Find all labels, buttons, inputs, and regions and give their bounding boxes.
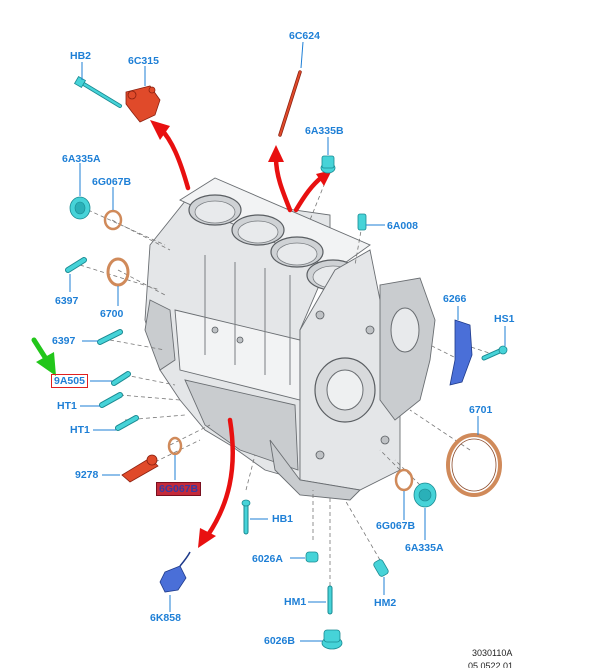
green-pointer-arrow (31, 337, 56, 376)
label-6g067b-bottom: 6G067B (376, 520, 416, 532)
label-ht1-lower: HT1 (70, 424, 90, 436)
6k858-sensor (159, 551, 191, 612)
6g067b-top-seal (103, 187, 123, 231)
label-6397-lower: 6397 (52, 335, 76, 347)
9278-sensor (102, 454, 159, 483)
label-6266: 6266 (443, 293, 467, 305)
6700-seal (106, 257, 130, 306)
label-hm2: HM2 (374, 597, 397, 609)
label-6397-upper: 6397 (55, 295, 79, 307)
label-6a335a-bottom: 6A335A (405, 542, 444, 554)
6a008-stud (357, 213, 385, 231)
6026b-plug (300, 629, 343, 650)
label-9278: 9278 (75, 469, 99, 481)
label-hb2: HB2 (70, 50, 92, 62)
6026a-plug (290, 551, 319, 563)
label-6026a: 6026A (252, 553, 283, 565)
flow-arrows (150, 120, 332, 548)
6c315-sensor (125, 66, 161, 123)
label-6c315: 6C315 (128, 55, 159, 67)
label-hm1: HM1 (284, 596, 307, 608)
hm2-dowel (373, 559, 389, 595)
label-hs1: HS1 (494, 313, 515, 325)
6g067b-bottom-seal (394, 468, 414, 520)
ht1-lower-dowel (93, 415, 139, 431)
hb2-bolt (73, 62, 122, 108)
label-9a505: 9A505 (51, 374, 88, 388)
label-ht1-upper: HT1 (57, 400, 77, 412)
6c624-dipstick (278, 41, 304, 137)
label-6k858: 6K858 (150, 612, 181, 624)
hb1-bolt (241, 499, 268, 535)
diagram-reference-number: 3030110A (472, 648, 513, 658)
6266-bracket (449, 306, 473, 386)
diagram-reference-date: 05.0522.01 (468, 661, 514, 668)
label-6a335b: 6A335B (305, 125, 344, 137)
hs1-bolt (481, 326, 508, 361)
6a335a-bottom-plug (413, 482, 437, 540)
6a335b-plug (320, 137, 336, 174)
label-6c624: 6C624 (289, 30, 320, 42)
9278-seal (167, 436, 183, 480)
ht1-upper-dowel (80, 392, 123, 408)
label-6701: 6701 (469, 404, 493, 416)
9a505-dowel (90, 371, 131, 386)
label-6g067b-top: 6G067B (92, 176, 132, 188)
hm1-bolt (308, 585, 333, 615)
label-6700: 6700 (100, 308, 124, 320)
6397-upper-dowel (65, 257, 87, 292)
6397-lower-dowel (82, 329, 123, 345)
6701-seal (446, 416, 502, 497)
label-6026b: 6026B (264, 635, 295, 647)
engine-block (144, 177, 436, 501)
leader-lines (79, 169, 496, 600)
label-hb1: HB1 (272, 513, 294, 525)
6a335a-top-plug (69, 163, 91, 220)
label-6a008: 6A008 (387, 220, 418, 232)
label-6g067b-highlighted: 6G067B (156, 482, 202, 496)
label-6a335a-top: 6A335A (62, 153, 101, 165)
